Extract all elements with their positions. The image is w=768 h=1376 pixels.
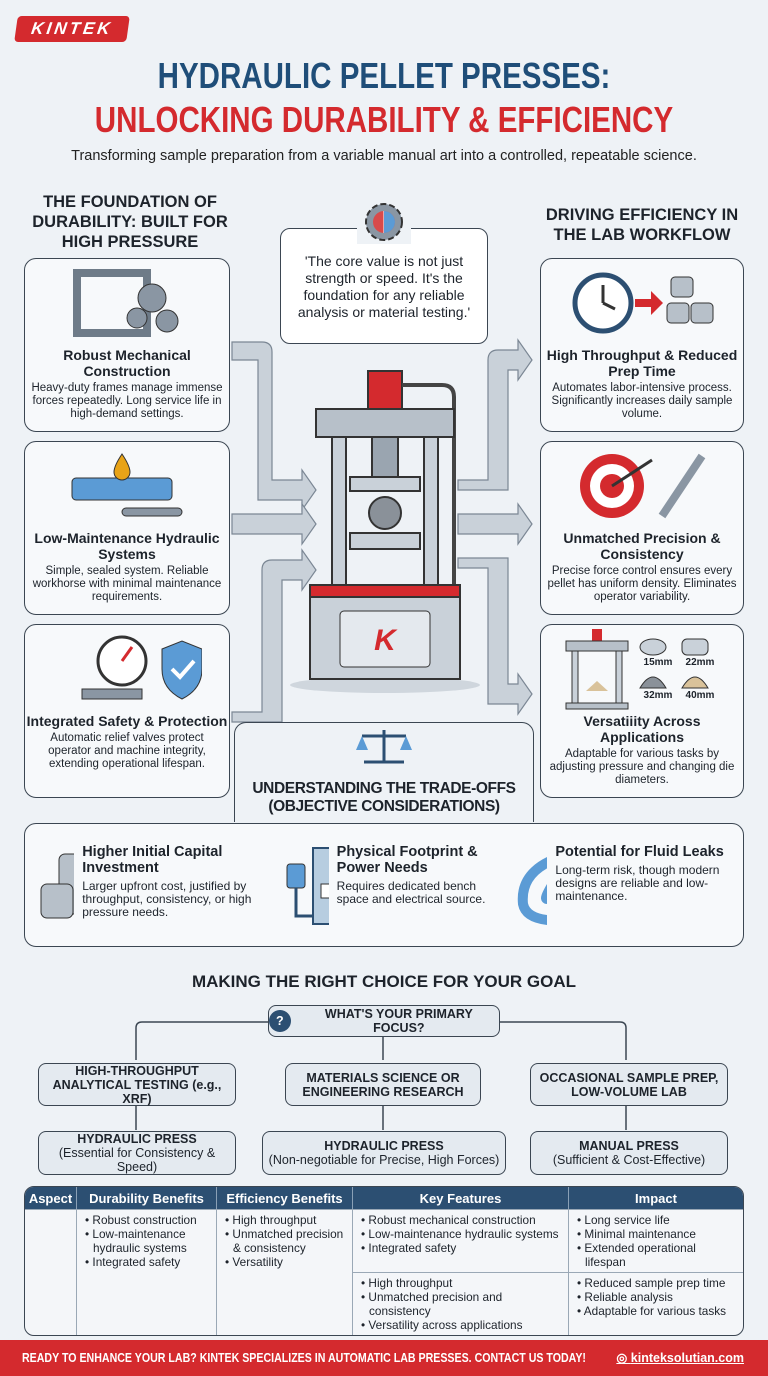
globe-icon: ◎ bbox=[616, 1351, 631, 1365]
impact-cell-b: Reduced sample prep timeReliable analysi… bbox=[569, 1272, 743, 1335]
tradeoffs-box: $ Higher Initial Capital InvestmentLarge… bbox=[24, 823, 744, 947]
kintek-logo: KINTEK bbox=[14, 16, 130, 42]
efficiency-cell: High throughputUnmatched precision & con… bbox=[217, 1209, 353, 1335]
press-logo: K bbox=[374, 624, 398, 657]
tradeoff-capital: $ Higher Initial Capital InvestmentLarge… bbox=[39, 844, 265, 928]
balance-scale-icon bbox=[354, 726, 414, 766]
primary-focus-question: ?WHAT'S YOUR PRIMARY FOCUS? bbox=[268, 1005, 500, 1037]
durability-heading: THE FOUNDATION OF DURABILITY: BUILT FOR … bbox=[32, 193, 228, 251]
card-title: Unmatched Precision & Consistency bbox=[563, 530, 721, 562]
impact-cell-a: Long service lifeMinimal maintenanceExte… bbox=[569, 1209, 743, 1272]
goal-materials-science: MATERIALS SCIENCE OR ENGINEERING RESEARC… bbox=[285, 1063, 481, 1106]
card-text: Adaptable for various tasks by adjusting… bbox=[549, 748, 735, 786]
summary-table: Aspect Durability Benefits Efficiency Be… bbox=[24, 1186, 744, 1336]
card-title: Low-Maintenance Hydraulic Systems bbox=[34, 530, 220, 562]
card-text: Heavy-duty frames manage immense forces … bbox=[31, 382, 223, 420]
footer-cta: READY TO ENHANCE YOUR LAB? KINTEK SPECIA… bbox=[22, 1351, 586, 1365]
plug-bench-icon bbox=[286, 847, 329, 925]
card-text: Automatic relief valves protect operator… bbox=[48, 732, 206, 770]
efficiency-heading: DRIVING EFFICIENCY IN THE LAB WORKFLOW bbox=[545, 206, 739, 244]
card-text: Automates labor-intensive process. Signi… bbox=[551, 382, 733, 420]
card-precision: Unmatched Precision & Consistency Precis… bbox=[540, 441, 744, 615]
title-line-1: HYDRAULIC PELLET PRESSES: bbox=[157, 55, 611, 96]
quote-bubble: 'The core value is not just strength or … bbox=[280, 228, 488, 344]
features-cell-b: High throughputUnmatched precision and c… bbox=[353, 1272, 569, 1335]
goal-occasional-prep: OCCASIONAL SAMPLE PREP, LOW-VOLUME LAB bbox=[530, 1063, 728, 1106]
tradeoffs-heading: UNDERSTANDING THE TRADE-OFFS(OBJECTIVE C… bbox=[252, 780, 516, 815]
card-integrated-safety: Integrated Safety & Protection Automatic… bbox=[24, 624, 230, 798]
hydraulic-cylinder-wrench-icon bbox=[25, 442, 229, 530]
footer-banner: READY TO ENHANCE YOUR LAB? KINTEK SPECIA… bbox=[0, 1340, 768, 1376]
hydraulic-press-illustration: K bbox=[290, 370, 480, 693]
frame-gears-icon bbox=[25, 259, 229, 347]
card-versatility: 15mm 22mm 32mm 40mm Versatiiity Across A… bbox=[540, 624, 744, 798]
title-line-2: UNLOCKING DURABILITY & EFFICIENCY bbox=[94, 99, 674, 140]
question-icon: ? bbox=[269, 1010, 291, 1032]
result-hydraulic-press-2: HYDRAULIC PRESS(Non-negotiable for Preci… bbox=[262, 1131, 506, 1175]
mini-press-icon bbox=[565, 629, 629, 710]
card-title: Integrated Safety & Protection bbox=[26, 713, 228, 729]
die-15mm: 15mm bbox=[638, 637, 678, 668]
card-low-maintenance: Low-Maintenance Hydraulic Systems Simple… bbox=[24, 441, 230, 615]
features-cell-a: Robust mechanical constructionLow-mainte… bbox=[353, 1209, 569, 1272]
die-22mm: 22mm bbox=[680, 637, 720, 668]
result-hydraulic-press-1: HYDRAULIC PRESS(Essential for Consistenc… bbox=[38, 1131, 236, 1175]
gauge-shield-icon bbox=[25, 625, 229, 713]
aspect-cell bbox=[25, 1209, 77, 1335]
flow-arrows bbox=[231, 338, 533, 723]
durability-cell: Robust constructionLow-maintenance hydra… bbox=[77, 1209, 217, 1335]
website-link[interactable]: ◎ kinteksolutian.com bbox=[616, 1351, 744, 1365]
hose-leak-icon bbox=[517, 856, 548, 925]
target-caliper-icon bbox=[541, 442, 743, 530]
card-title: Robust Mechanical Construction bbox=[63, 347, 191, 379]
clock-pellets-icon bbox=[541, 259, 743, 347]
die-32mm: 32mm bbox=[638, 670, 678, 701]
coins-icon: $ bbox=[40, 853, 75, 919]
flow-connectors bbox=[135, 1021, 627, 1130]
card-title: High Throughput & Reduced Prep Time bbox=[546, 347, 738, 379]
brain-gear-icon bbox=[357, 200, 411, 244]
result-manual-press: MANUAL PRESS(Sufficient & Cost-Effective… bbox=[530, 1131, 728, 1175]
choice-heading: MAKING THE RIGHT CHOICE FOR YOUR GOAL bbox=[191, 972, 577, 991]
card-title: Versatiiity Across Applications bbox=[583, 713, 701, 745]
subtitle: Transforming sample preparation from a v… bbox=[71, 148, 697, 164]
goal-high-throughput: HIGH-THROUGHPUT ANALYTICAL TESTING (e.g.… bbox=[38, 1063, 236, 1106]
die-40mm: 40mm bbox=[680, 670, 720, 701]
quote-text: 'The core value is not just strength or … bbox=[297, 253, 471, 320]
card-robust-construction: Robust Mechanical Construction Heavy-dut… bbox=[24, 258, 230, 432]
card-text: Precise force control ensures every pell… bbox=[547, 565, 737, 603]
card-high-throughput: High Throughput & Reduced Prep Time Auto… bbox=[540, 258, 744, 432]
card-text: Simple, sealed system. Reliable workhors… bbox=[32, 565, 222, 603]
